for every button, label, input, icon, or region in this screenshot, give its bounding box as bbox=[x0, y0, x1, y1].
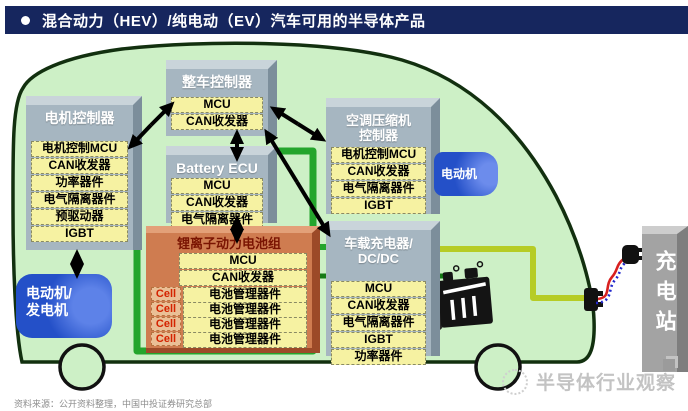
component-chip: MCU bbox=[331, 281, 426, 297]
component-chip: CAN收发器 bbox=[31, 158, 128, 174]
component-chip: 电池管理器件 bbox=[183, 317, 307, 333]
cell-row: Cell 电池管理器件 bbox=[151, 317, 307, 333]
can-bus-arrows bbox=[70, 101, 331, 279]
charge-port-pin bbox=[597, 291, 603, 296]
component-chip: IGBT bbox=[31, 226, 128, 242]
component-chip: 电池管理器件 bbox=[183, 287, 307, 303]
arrow-vehiclectrl-ac bbox=[296, 122, 327, 142]
component-chip: CAN收发器 bbox=[331, 164, 426, 180]
watermark-text: 半导体行业观察 bbox=[536, 373, 677, 394]
arrow-vehiclectrl-charger bbox=[264, 128, 299, 184]
ac-compressor-title-line2: 控制器 bbox=[358, 128, 398, 143]
ac-compressor-title-line1: 空调压缩机 bbox=[345, 113, 411, 128]
vehicle-controller-title: 整车控制器 bbox=[182, 74, 252, 90]
component-chip: CAN收发器 bbox=[171, 114, 263, 130]
motor-generator: 电动机/ 发电机 bbox=[16, 274, 112, 338]
source-note: 资料来源：公开资料整理，中国中投证券研究总部 bbox=[14, 399, 213, 409]
component-chip: IGBT bbox=[331, 198, 426, 214]
electric-motor: 电动机 bbox=[434, 152, 498, 196]
motor-controller-box: 电机控制器 电机控制MCU CAN收发器 功率器件 电气隔离器件 预驱动器 IG… bbox=[26, 96, 142, 250]
cell-label: Cell bbox=[151, 332, 181, 346]
charging-station: 充电站 bbox=[642, 226, 688, 372]
component-chip: 预驱动器 bbox=[31, 209, 128, 225]
component-chip: CAN收发器 bbox=[171, 195, 263, 211]
electric-motor-label: 电动机 bbox=[441, 167, 478, 181]
component-chip: CAN收发器 bbox=[179, 270, 307, 286]
component-chip: 电气隔离器件 bbox=[31, 192, 128, 208]
watermark-logo-icon bbox=[502, 368, 528, 395]
component-chip: 电机控制MCU bbox=[331, 147, 426, 163]
cell-label: Cell bbox=[151, 287, 181, 301]
battery-pack-title: 锂离子动力电池组 bbox=[176, 236, 281, 251]
component-chip: MCU bbox=[171, 178, 263, 194]
component-chip: CAN收发器 bbox=[331, 298, 426, 314]
arrow-vehiclectrl-ac bbox=[269, 106, 300, 126]
page-title: 混合动力（HEV）/纯电动（EV）汽车可用的半导体产品 bbox=[42, 12, 426, 30]
onboard-charger-title-line1: 车载充电器/ bbox=[344, 236, 413, 251]
cell-row: Cell 电池管理器件 bbox=[151, 287, 307, 303]
battery-pack-box: 锂离子动力电池组 MCU CAN收发器 Cell 电池管理器件 Cell 电池管… bbox=[146, 226, 320, 353]
component-chip: 电机控制MCU bbox=[31, 141, 128, 157]
battery-ecu-title: Battery ECU bbox=[176, 160, 258, 176]
bullet-icon bbox=[21, 15, 30, 25]
component-chip: IGBT bbox=[331, 332, 426, 348]
charge-cable-internal bbox=[435, 246, 589, 301]
arrow-vehiclectrl-charger bbox=[295, 180, 331, 238]
cell-label: Cell bbox=[151, 317, 181, 331]
cell-row: Cell 电池管理器件 bbox=[151, 332, 307, 348]
motor-controller-title: 电机控制器 bbox=[44, 110, 115, 126]
motor-generator-label-line1: 电动机/ bbox=[26, 285, 72, 301]
arrow-motorctrl-vehiclectrl bbox=[127, 123, 153, 150]
watermark: 半导体行业观察 bbox=[502, 368, 676, 395]
cable-red bbox=[597, 256, 626, 301]
title-bar: 混合动力（HEV）/纯电动（EV）汽车可用的半导体产品 bbox=[5, 6, 688, 34]
arrow-motorctrl-vehiclectrl bbox=[149, 101, 175, 127]
cable-blue-dotted bbox=[595, 259, 629, 305]
component-chip: MCU bbox=[171, 97, 263, 113]
charge-port-icon bbox=[584, 288, 598, 311]
onboard-charger-title-line2: DC/DC bbox=[357, 251, 400, 266]
component-chip: 功率器件 bbox=[31, 175, 128, 191]
motor-generator-label-line2: 发电机 bbox=[26, 302, 68, 318]
component-chip: 电池管理器件 bbox=[183, 332, 307, 348]
plug-icon bbox=[622, 245, 639, 264]
cube-icon bbox=[663, 359, 675, 371]
component-chip: 电气隔离器件 bbox=[331, 315, 426, 331]
charge-port-pin bbox=[597, 302, 603, 307]
component-chip: MCU bbox=[179, 253, 307, 269]
onboard-charger-box: 车载充电器/ DC/DC MCU CAN收发器 电气隔离器件 IGBT 功率器件 bbox=[326, 221, 440, 365]
wheel-front-icon bbox=[58, 343, 106, 391]
vehicle-controller-box: 整车控制器 MCU CAN收发器 bbox=[166, 60, 277, 136]
component-chip: 功率器件 bbox=[331, 349, 426, 365]
charging-station-label: 充电站 bbox=[653, 250, 676, 340]
cell-label: Cell bbox=[151, 302, 181, 316]
component-chip: 电气隔离器件 bbox=[331, 181, 426, 197]
cell-row: Cell 电池管理器件 bbox=[151, 302, 307, 318]
